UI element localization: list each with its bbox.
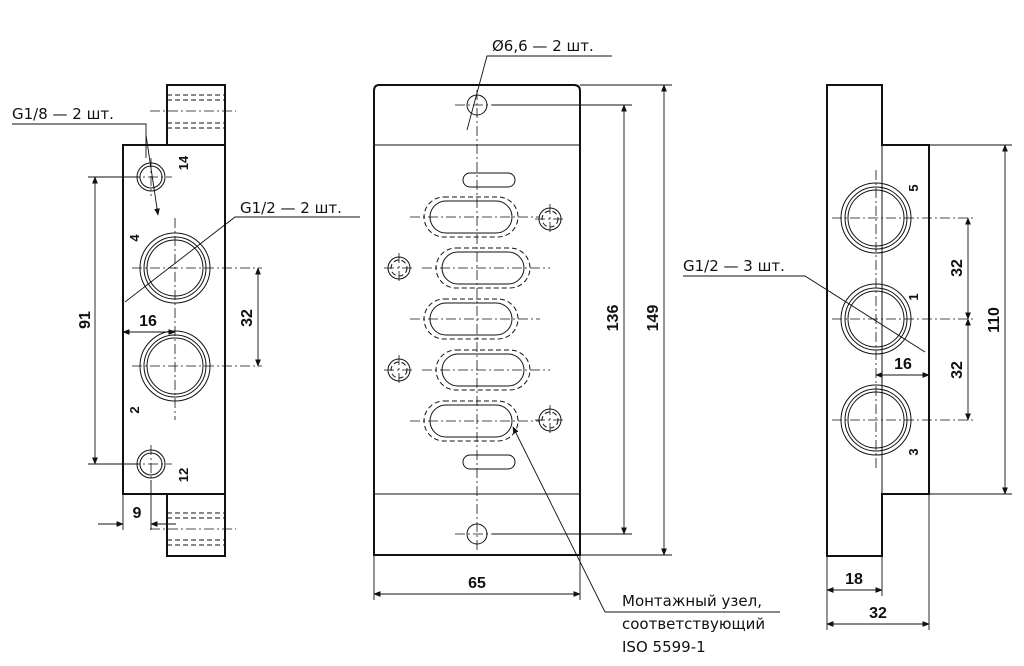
port-label-3: 3 [906, 448, 921, 455]
left-view: 14 4 2 12 G1/8 — 2 шт. G1/2 — 2 шт. 91 1… [12, 84, 360, 557]
left-tab-threads [167, 94, 225, 546]
dim-32-bottom: 32 [869, 605, 887, 622]
dim-18: 18 [845, 571, 863, 588]
left-top-tab [166, 84, 226, 145]
port-label-14: 14 [176, 155, 191, 170]
callout-hole: Ø6,6 — 2 шт. [492, 37, 594, 55]
dim-32-left: 32 [239, 309, 256, 327]
dim-32-right-1: 32 [949, 259, 966, 277]
dim-149: 149 [645, 305, 662, 332]
mount-note-line1: Монтажный узел, [622, 592, 762, 610]
dim-91: 91 [77, 311, 94, 329]
dim-136: 136 [605, 305, 622, 332]
dim-32-right-2: 32 [949, 361, 966, 379]
mount-note-line2: соответствующий [622, 615, 765, 633]
dim-65: 65 [468, 575, 486, 592]
callout-g12-left: G1/2 — 2 шт. [240, 199, 342, 217]
port-label-12: 12 [176, 468, 191, 482]
port-label-1: 1 [906, 293, 921, 300]
mount-note-line3: ISO 5599-1 [622, 638, 706, 656]
dim-110: 110 [986, 307, 1003, 333]
dim-16-left: 16 [139, 313, 157, 330]
port-label-4: 4 [127, 234, 142, 242]
port-label-5: 5 [906, 184, 921, 191]
left-body [122, 144, 226, 495]
port-label-2: 2 [127, 406, 142, 413]
right-body [826, 84, 930, 557]
dim-9: 9 [133, 505, 142, 522]
small-slot-bottom [462, 454, 516, 470]
small-slot-top [462, 172, 516, 188]
left-bottom-tab [166, 494, 226, 557]
callout-g12-right: G1/2 — 3 шт. [683, 257, 785, 275]
right-view: 5 1 3 G1/2 — 3 шт. 16 32 32 110 18 32 [683, 84, 1012, 630]
dim-16-right: 16 [894, 356, 912, 373]
center-view: Ø6,6 — 2 шт. 136 149 65 Монтажный узел, … [373, 37, 780, 656]
callout-g18: G1/8 — 2 шт. [12, 105, 114, 123]
